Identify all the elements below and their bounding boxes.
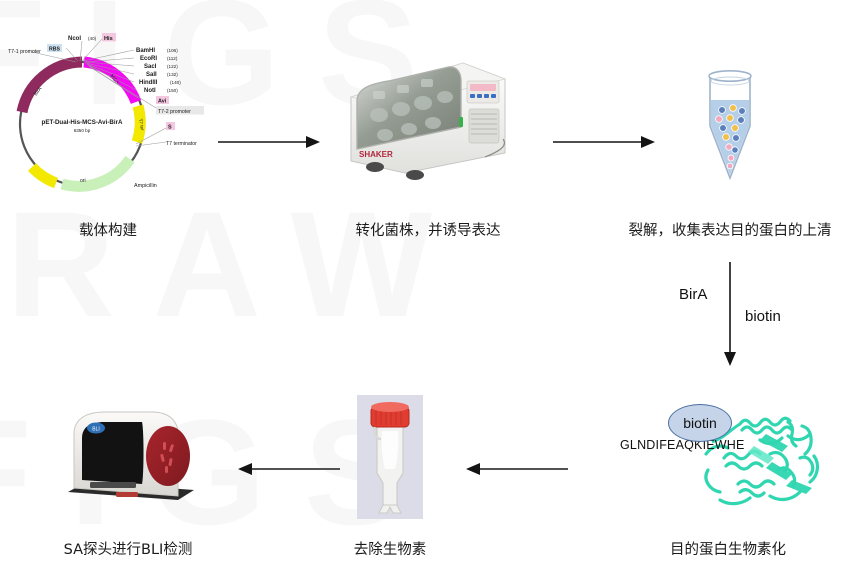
svg-text:BirA: BirA [33, 86, 44, 98]
svg-text:RBS: RBS [49, 47, 60, 53]
svg-text:(122): (122) [167, 64, 178, 69]
caption-transformation: 转化菌株，并诱导表达 [355, 223, 501, 239]
svg-text:T7 terminator: T7 terminator [166, 141, 197, 147]
svg-text:SHAKER: SHAKER [359, 150, 393, 159]
arrow-step2-to-step3 [553, 134, 655, 150]
svg-text:(40): (40) [88, 36, 97, 41]
svg-text:SalI: SalI [146, 72, 157, 78]
svg-text:(140): (140) [170, 80, 181, 85]
svg-text:NotI: NotI [144, 88, 156, 94]
biotin-badge-label: biotin [683, 415, 717, 431]
svg-text:His: His [104, 36, 113, 42]
svg-text:SacI: SacI [144, 64, 157, 70]
shaking-incubator-icon: SHAKER [345, 57, 511, 185]
avi-tag-sequence: GLNDIFEAQKIEWHE [620, 438, 745, 452]
caption-lysis: 裂解，收集表达目的蛋白的上清 [628, 223, 832, 239]
svg-text:pET-Dual-His-MCS-Avi-BirA: pET-Dual-His-MCS-Avi-BirA [42, 119, 123, 126]
arrow-step1-to-step2 [218, 134, 320, 150]
spin-column-icon [357, 395, 423, 519]
caption-biotinylation: 目的蛋白生物素化 [670, 542, 786, 558]
svg-text:BamHI: BamHI [136, 48, 155, 54]
svg-text:T7-2 promoter: T7-2 promoter [158, 109, 191, 115]
svg-text:NcoI: NcoI [68, 36, 81, 42]
svg-text:6350 bp: 6350 bp [74, 128, 91, 133]
svg-text:HindIII: HindIII [139, 80, 158, 86]
svg-text:(106): (106) [167, 48, 178, 53]
svg-text:(132): (132) [167, 72, 178, 77]
svg-text:(112): (112) [167, 56, 178, 61]
label-bira-enzyme: BirA [679, 286, 708, 303]
svg-text:T7-1 promoter: T7-1 promoter [8, 49, 41, 55]
bli-instrument-icon: BLI [60, 404, 200, 516]
svg-text:(150): (150) [167, 88, 178, 93]
centrifuge-tube-icon [697, 62, 763, 184]
protein-ribbon-icon: GLNDIFEAQKIEWHE biotin [620, 396, 840, 514]
svg-text:EcoRI: EcoRI [140, 56, 157, 62]
arrow-biotinylation-reaction [722, 262, 738, 366]
arrow-step4-to-step5 [466, 461, 568, 477]
svg-text:T7 ter: T7 ter [138, 118, 145, 131]
plasmid-map-icon: BirA MCS T7 ter ori pET-Dual-His-MCS-Avi… [6, 24, 212, 206]
arrow-step5-to-step6 [238, 461, 340, 477]
caption-bli-detection: SA探头进行BLI检测 [63, 542, 193, 558]
label-biotin-substrate: biotin [745, 308, 781, 325]
caption-remove-biotin: 去除生物素 [353, 542, 427, 558]
svg-text:ori: ori [80, 178, 86, 184]
caption-vector-construction: 载体构建 [79, 223, 137, 239]
svg-text:BLI: BLI [92, 426, 100, 432]
svg-text:Ampicillin: Ampicillin [134, 183, 157, 189]
biotin-badge: biotin [668, 404, 732, 442]
svg-text:Avi: Avi [158, 99, 167, 105]
svg-text:S: S [168, 125, 172, 131]
